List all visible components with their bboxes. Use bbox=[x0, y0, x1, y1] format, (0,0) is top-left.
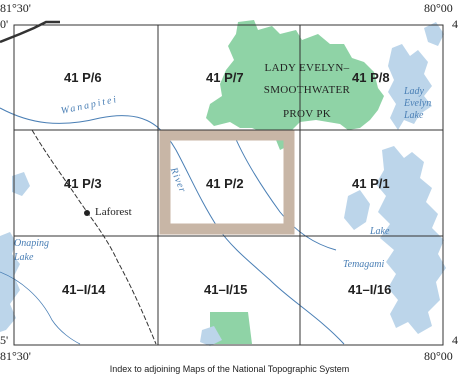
coord-right-bottom-edge: 4 bbox=[452, 333, 458, 347]
coord-bottom-left: 81°30' bbox=[0, 349, 31, 363]
lake-east bbox=[344, 190, 370, 230]
coord-bottom-right: 80°00 bbox=[424, 349, 453, 363]
temagami-lake bbox=[376, 146, 446, 334]
coord-right-top-edge: 4 bbox=[452, 17, 458, 31]
sheet-label-41i14: 41–I/14 bbox=[62, 282, 106, 297]
laforest-town-marker bbox=[84, 210, 90, 216]
coord-top-left: 81°30' bbox=[0, 1, 31, 15]
lady-evelyn-lake-north bbox=[424, 22, 444, 46]
current-sheet-frame bbox=[159, 129, 295, 235]
water-label-lake-2: Lake bbox=[370, 226, 390, 237]
sheet-label-41p3: 41 P/3 bbox=[64, 176, 102, 191]
sheet-label-41p6: 41 P/6 bbox=[64, 70, 102, 85]
sheet-label-41i15: 41–I/15 bbox=[204, 282, 248, 297]
creek-west bbox=[0, 271, 81, 345]
water-label-onaping: Onaping bbox=[14, 238, 49, 249]
river-tributary bbox=[231, 129, 337, 251]
water-label-evelyn: Evelyn bbox=[404, 98, 432, 109]
water-label-lady: Lady bbox=[404, 86, 424, 97]
sheet-grid bbox=[13, 24, 444, 346]
coord-left-bottom-edge: 5' bbox=[0, 333, 9, 347]
sheet-label-41i16: 41–I/16 bbox=[348, 282, 392, 297]
coord-left-top-edge: 0' bbox=[0, 17, 9, 31]
sheet-label-41p8: 41 P/8 bbox=[352, 70, 390, 85]
highway-line bbox=[0, 20, 60, 44]
onaping-lake bbox=[0, 232, 20, 332]
sheet-label-41p2: 41 P/2 bbox=[206, 176, 244, 191]
park-label-line2: SMOOTHWATER bbox=[263, 84, 351, 96]
water-label-lake-1: Lake bbox=[404, 110, 424, 121]
park-bottom-area bbox=[210, 312, 252, 344]
park-label-line3: PROV PK bbox=[282, 108, 332, 120]
lake-bottom bbox=[200, 326, 222, 346]
map-caption: Index to adjoining Maps of the National … bbox=[109, 364, 350, 374]
water-label-temagami: Temagami bbox=[343, 259, 385, 270]
lake-west bbox=[12, 172, 30, 196]
place-label-laforest: Laforest bbox=[95, 206, 132, 218]
coord-top-right: 80°00 bbox=[424, 1, 453, 15]
provincial-park-area bbox=[206, 20, 384, 150]
sheet-label-41p7: 41 P/7 bbox=[206, 70, 244, 85]
railway-line bbox=[31, 129, 157, 345]
water-label-onaping-lake: Lake bbox=[14, 252, 34, 263]
park-label-line1: LADY EVELYN– bbox=[264, 62, 350, 74]
lady-evelyn-lake bbox=[388, 44, 432, 130]
wanapitei-river bbox=[0, 107, 345, 345]
sheet-label-41p1: 41 P/1 bbox=[352, 176, 390, 191]
